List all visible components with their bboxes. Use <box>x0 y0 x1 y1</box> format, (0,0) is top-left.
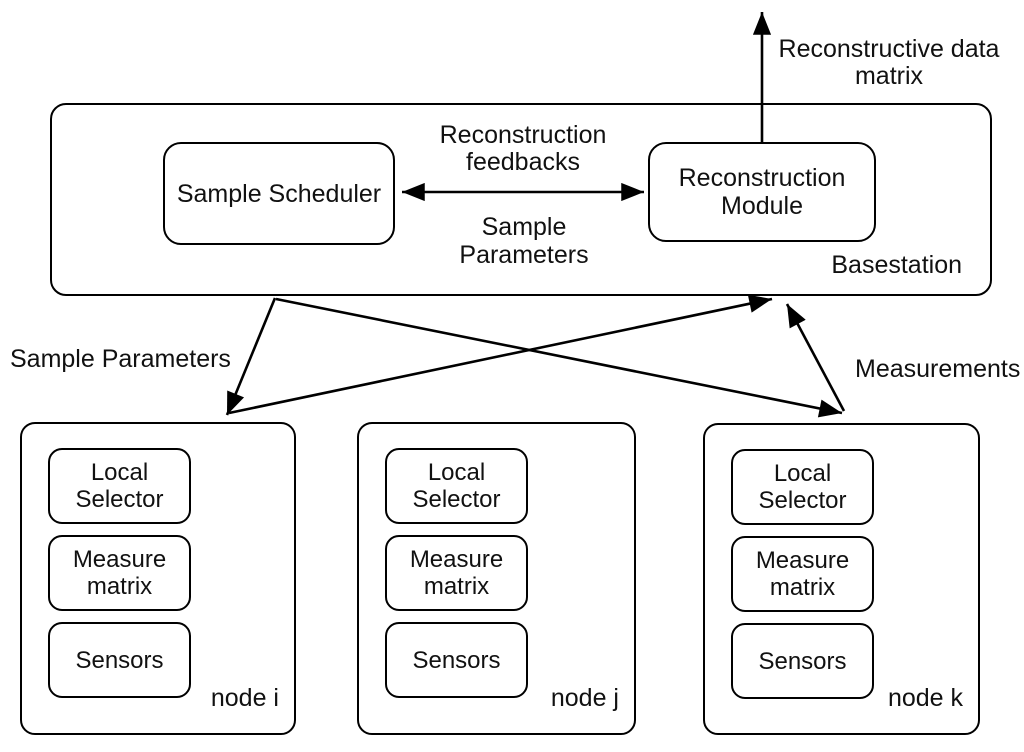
node-k-local-selector-box: Local Selector <box>731 449 874 525</box>
sample-parameters-link-label: Sample Parameters <box>10 345 231 373</box>
measure-matrix-label: Measure matrix <box>409 546 504 600</box>
local-selector-label: Local Selector <box>412 459 501 513</box>
node-i-label: node i <box>210 684 279 712</box>
sample-parameters-arrow-to-node-i <box>225 297 277 416</box>
node-k-label: node k <box>887 684 963 712</box>
node-i-box: Local Selector Measure matrix Sensors no… <box>20 422 296 735</box>
sample-scheduler-label: Sample Scheduler <box>176 179 382 208</box>
reconstruction-feedbacks-label: Reconstruction feedbacks <box>439 121 607 176</box>
sample-parameters-internal-label: Sample Parameters <box>459 213 589 269</box>
local-selector-label: Local Selector <box>758 460 847 514</box>
node-i-local-selector-box: Local Selector <box>48 448 191 524</box>
basestation-label: Basestation <box>831 251 962 279</box>
reconstructive-data-matrix-label: Reconstructive data matrix <box>778 35 1000 90</box>
node-k-box: Local Selector Measure matrix Sensors no… <box>703 423 980 735</box>
sensors-label: Sensors <box>75 646 164 674</box>
reconstruction-module-box: Reconstruction Module <box>648 142 876 242</box>
node-j-label: node j <box>550 684 619 712</box>
node-k-measure-matrix-box: Measure matrix <box>731 536 874 612</box>
sample-parameters-arrow-to-node-k <box>275 297 843 418</box>
reconstruction-module-label: Reconstruction Module <box>678 164 846 220</box>
sample-scheduler-box: Sample Scheduler <box>163 142 395 245</box>
node-j-local-selector-box: Local Selector <box>385 448 528 524</box>
node-k-sensors-box: Sensors <box>731 623 874 699</box>
sensors-label: Sensors <box>412 646 501 674</box>
sensors-label: Sensors <box>758 647 847 675</box>
local-selector-label: Local Selector <box>75 459 164 513</box>
node-i-sensors-box: Sensors <box>48 622 191 698</box>
measure-matrix-label: Measure matrix <box>755 547 850 601</box>
node-j-measure-matrix-box: Measure matrix <box>385 535 528 611</box>
measurements-arrow-from-node-i <box>228 294 773 415</box>
node-j-box: Local Selector Measure matrix Sensors no… <box>357 422 636 735</box>
node-j-sensors-box: Sensors <box>385 622 528 698</box>
measure-matrix-label: Measure matrix <box>72 546 167 600</box>
measurements-label: Measurements <box>855 355 1021 383</box>
node-i-measure-matrix-box: Measure matrix <box>48 535 191 611</box>
measurements-arrow-from-node-k <box>785 303 846 412</box>
